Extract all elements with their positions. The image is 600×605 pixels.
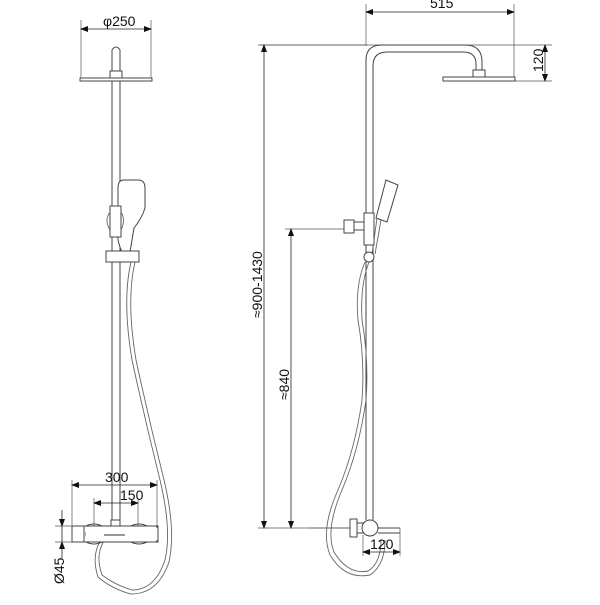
mixer-center-label: 150 — [120, 487, 144, 503]
head-diameter-label: φ250 — [103, 13, 136, 29]
mixer-width-dimension: 300 — [71, 469, 158, 526]
head-diameter-dimension: φ250 — [80, 13, 152, 81]
arm-reach-label: 515 — [430, 0, 454, 11]
side-shower-head-plate — [442, 76, 516, 82]
mixer-label-plate — [104, 534, 125, 536]
shower-head-neck — [111, 46, 121, 71]
mixer-width-label: 300 — [105, 469, 129, 485]
hand-shower-holder — [109, 205, 122, 238]
front-view: φ250 — [51, 13, 173, 595]
head-drop-dimension: 120 — [260, 44, 552, 82]
side-holder-knob — [343, 219, 355, 234]
total-height-dimension: ≈900-1430 — [249, 44, 366, 529]
mixer-projection-label: 120 — [370, 536, 394, 552]
shower-arm-outer — [365, 44, 483, 520]
slider-bracket — [105, 250, 140, 263]
side-hand-shower — [375, 179, 399, 223]
holder-height-dimension: ≈840 — [276, 228, 345, 529]
mixer-center-dimension: 150 — [93, 487, 144, 526]
side-holder-block — [363, 212, 375, 246]
holder-height-label: ≈840 — [276, 369, 292, 400]
total-height-label: ≈900-1430 — [249, 251, 265, 318]
side-view: 515 120 ≈900-1430 ≈840 — [249, 0, 552, 577]
hand-shower — [117, 179, 146, 253]
mixer-diameter-dimension: Ø45 — [51, 510, 72, 584]
head-drop-label: 120 — [530, 48, 546, 72]
side-slider-ball — [363, 251, 375, 263]
side-hose-outer — [325, 261, 386, 577]
mixer-projection-dimension: 120 — [362, 528, 401, 556]
arm-reach-dimension: 515 — [365, 0, 515, 80]
mixer-diameter-label: Ø45 — [51, 557, 67, 584]
side-mixer-body — [361, 519, 379, 537]
side-mixer-knob — [349, 518, 358, 538]
hose-front-outer — [98, 261, 169, 591]
shower-arm-inner — [372, 51, 477, 520]
